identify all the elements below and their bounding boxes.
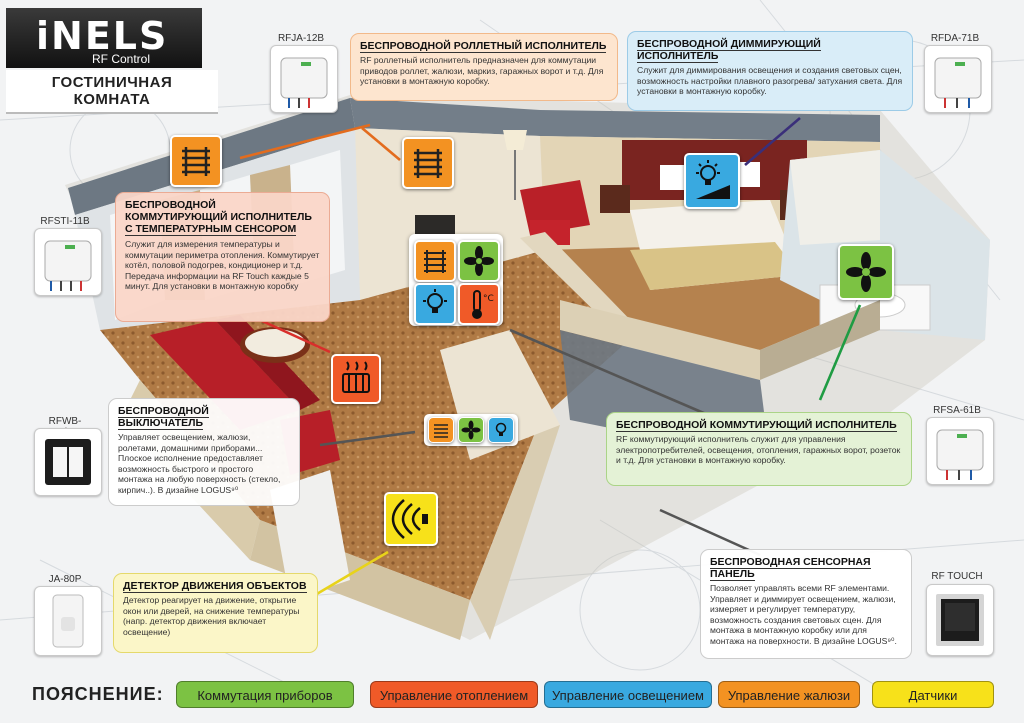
brand-subtitle: RF Control bbox=[92, 52, 151, 66]
light-bulb-icon[interactable] bbox=[488, 417, 514, 443]
brand-logo-block: iNELS RF Control ГОСТИНИЧНАЯ КОМНАТА bbox=[6, 8, 218, 114]
svg-text:°C: °C bbox=[483, 294, 494, 304]
product-code-rftouch: RF TOUCH bbox=[931, 571, 983, 582]
shutter-control-icon[interactable] bbox=[402, 137, 454, 189]
heating-radiator-icon[interactable] bbox=[331, 354, 381, 404]
product-code-rfsa: RFSA-61B bbox=[933, 405, 981, 416]
product-code-rfja: RFJA-12B bbox=[277, 33, 325, 44]
info-text-shutter: RF роллетный исполнитель предназначен дл… bbox=[360, 55, 604, 87]
product-rfda[interactable] bbox=[924, 45, 992, 113]
motion-detector-icon bbox=[52, 594, 84, 648]
info-box-switching-actuator: БЕСПРОВОДНОЙ КОММУТИРУЮЩИЙ ИСПОЛНИТЕЛЬ R… bbox=[606, 412, 912, 486]
motion-sensor-icon[interactable] bbox=[384, 492, 438, 546]
page-title: ГОСТИНИЧНАЯ КОМНАТА bbox=[6, 70, 218, 114]
page-title-line1: ГОСТИНИЧНАЯ bbox=[51, 74, 173, 91]
legend-item-heating: Управление отоплением bbox=[370, 681, 538, 708]
info-title-motion: ДЕТЕКТОР ДВИЖЕНИЯ ОБЪЕКТОВ bbox=[123, 580, 307, 593]
info-box-motion-detector: ДЕТЕКТОР ДВИЖЕНИЯ ОБЪЕКТОВ Детектор реаг… bbox=[113, 573, 318, 653]
info-text-switching: RF коммутирующий исполнитель служит для … bbox=[616, 434, 901, 466]
legend-item-shutters: Управление жалюзи bbox=[718, 681, 860, 708]
product-rfja[interactable] bbox=[270, 45, 338, 113]
legend-item-sensors: Датчики bbox=[872, 681, 994, 708]
shutter-control-icon[interactable] bbox=[428, 417, 454, 443]
info-box-thermo-actuator: БЕСПРОВОДНОЙ КОММУТИРУЮЩИЙ ИСПОЛНИТЕЛЬ С… bbox=[115, 192, 330, 322]
info-title-thermo-l2: КОММУТИРУЮЩИЙ ИСПОЛНИТЕЛЬ bbox=[125, 211, 312, 223]
product-rfsti[interactable] bbox=[34, 228, 102, 296]
logo-header: iNELS RF Control bbox=[6, 8, 202, 68]
legend-item-switching: Коммутация приборов bbox=[176, 681, 354, 708]
info-text-motion: Детектор реагирует на движение, открытие… bbox=[123, 595, 300, 637]
info-text-switch: Управляет освещением, жалюзи, ролетами, … bbox=[118, 432, 281, 495]
info-text-dimmer: Служит для диммирования освещения и созд… bbox=[637, 65, 903, 97]
info-box-touch-panel: БЕСПРОВОДНАЯ СЕНСОРНАЯ ПАНЕЛЬ Позволяет … bbox=[700, 549, 912, 659]
fan-icon[interactable] bbox=[458, 417, 484, 443]
info-box-shutter-actuator: БЕСПРОВОДНОЙ РОЛЛЕТНЫЙ ИСПОЛНИТЕЛЬ RF ро… bbox=[350, 33, 618, 101]
info-box-wireless-switch: БЕСПРОВОДНОЙ ВЫКЛЮЧАТЕЛЬ Управляет освещ… bbox=[108, 398, 300, 506]
dimmer-light-icon[interactable] bbox=[684, 153, 740, 209]
info-title-switching: БЕСПРОВОДНОЙ КОММУТИРУЮЩИЙ ИСПОЛНИТЕЛЬ bbox=[616, 419, 897, 432]
product-rfsa[interactable] bbox=[926, 417, 994, 485]
fan-icon[interactable] bbox=[838, 244, 894, 300]
info-text-touch: Позволяет управлять всеми RF элементами.… bbox=[710, 583, 897, 646]
info-title-shutter: БЕСПРОВОДНОЙ РОЛЛЕТНЫЙ ИСПОЛНИТЕЛЬ bbox=[360, 40, 607, 53]
touch-panel-icon bbox=[936, 594, 984, 646]
legend-item-lighting: Управление освещением bbox=[544, 681, 712, 708]
product-code-ja80p: JA-80P bbox=[48, 574, 82, 585]
wall-switch-icon bbox=[45, 439, 91, 485]
legend-title: ПОЯСНЕНИЕ: bbox=[32, 684, 164, 704]
actuator-device-icon bbox=[280, 57, 328, 108]
dimmer-device-icon bbox=[934, 57, 982, 108]
shutter-control-icon[interactable] bbox=[414, 240, 456, 282]
product-code-rfsti: RFSTI-11B bbox=[40, 216, 90, 227]
page-title-line2: КОМНАТА bbox=[73, 91, 151, 108]
product-rftouch[interactable] bbox=[926, 584, 994, 656]
info-title-dimmer: БЕСПРОВОДНОЙ ДИММИРУЮЩИЙ ИСПОЛНИТЕЛЬ bbox=[637, 38, 821, 63]
product-code-rfda: RFDA-71B bbox=[930, 33, 980, 44]
product-ja80p[interactable] bbox=[34, 586, 102, 656]
thermometer-icon[interactable]: °C bbox=[458, 283, 500, 325]
fan-icon[interactable] bbox=[458, 240, 500, 282]
info-title-touch: БЕСПРОВОДНАЯ СЕНСОРНАЯ ПАНЕЛЬ bbox=[710, 556, 871, 581]
switching-actuator-device-icon bbox=[936, 429, 984, 480]
product-rfwb[interactable] bbox=[34, 428, 102, 496]
shutter-control-icon[interactable] bbox=[170, 135, 222, 187]
brand-name: iNELS bbox=[36, 14, 169, 58]
thermo-actuator-device-icon bbox=[44, 240, 92, 291]
info-text-thermo: Служит для измерения температуры и комму… bbox=[125, 239, 320, 292]
light-bulb-icon[interactable] bbox=[414, 283, 456, 325]
info-title-thermo-l3: С ТЕМПЕРАТУРНЫМ СЕНСОРОМ bbox=[125, 223, 297, 236]
info-box-dimmer-actuator: БЕСПРОВОДНОЙ ДИММИРУЮЩИЙ ИСПОЛНИТЕЛЬ Слу… bbox=[627, 31, 913, 111]
info-title-switch: БЕСПРОВОДНОЙ ВЫКЛЮЧАТЕЛЬ bbox=[118, 405, 209, 430]
info-title-thermo-l1: БЕСПРОВОДНОЙ bbox=[125, 199, 216, 211]
